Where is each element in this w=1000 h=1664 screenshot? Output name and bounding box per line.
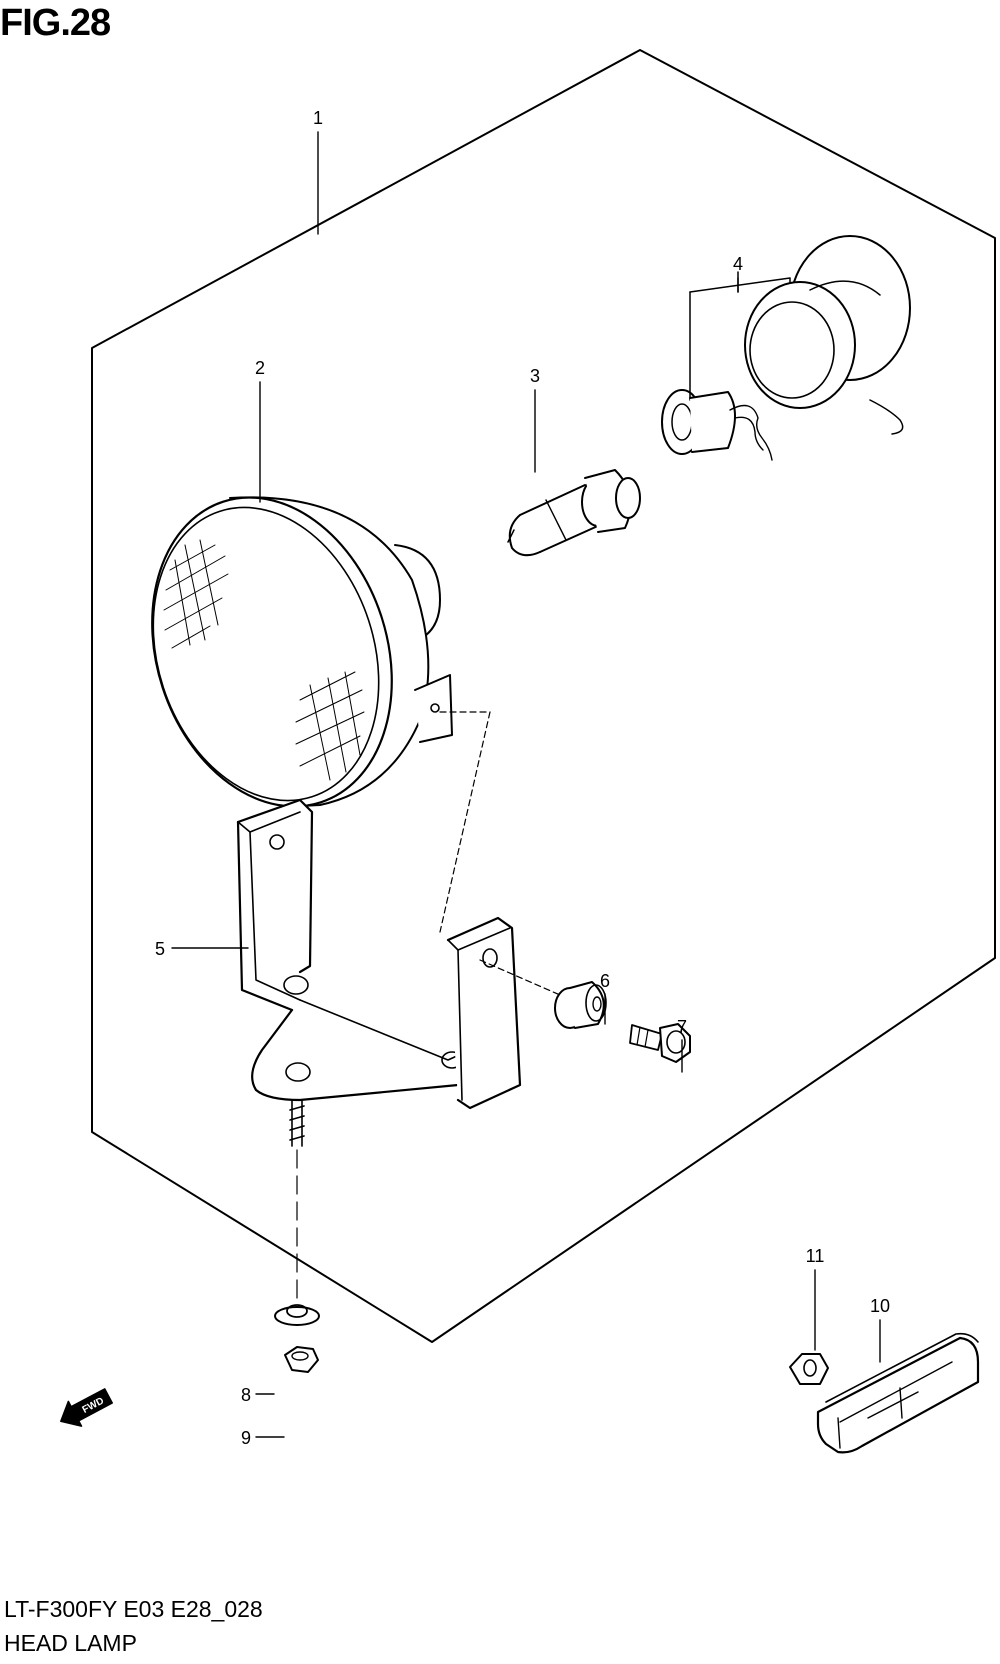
bulb-part-3 [507,469,641,557]
reflector-part-10 [816,1332,980,1454]
nut-part-11 [789,1353,829,1385]
fwd-arrow-icon: FWD [60,1388,113,1427]
callout-9: 9 [241,1428,251,1448]
assembly-name: HEAD LAMP [4,1630,137,1656]
socket-housing-part-4 [661,235,911,461]
callout-10: 10 [870,1296,890,1316]
bracket-part-5 [236,798,561,1306]
headlamp-part-2 [151,496,491,933]
figure-title: FIG.28 [0,2,111,44]
lens-pattern-lower [295,671,365,781]
callout-4: 4 [733,254,743,274]
assembly-boundary [91,49,996,1343]
nut-part-9 [284,1346,319,1373]
callout-6: 6 [600,971,610,991]
model-code: LT-F300FY E03 E28_028 [4,1596,263,1622]
washer-part-8 [274,1304,320,1326]
callout-leaders [171,131,881,1438]
lens-pattern-upper [163,539,229,649]
callout-3: 3 [530,366,540,386]
grommet-part-6 [554,981,607,1029]
callout-8: 8 [241,1385,251,1405]
callout-7: 7 [677,1017,687,1037]
callout-5: 5 [155,939,165,959]
callout-2: 2 [255,358,265,378]
callout-11: 11 [806,1246,825,1266]
callout-1: 1 [313,108,323,128]
